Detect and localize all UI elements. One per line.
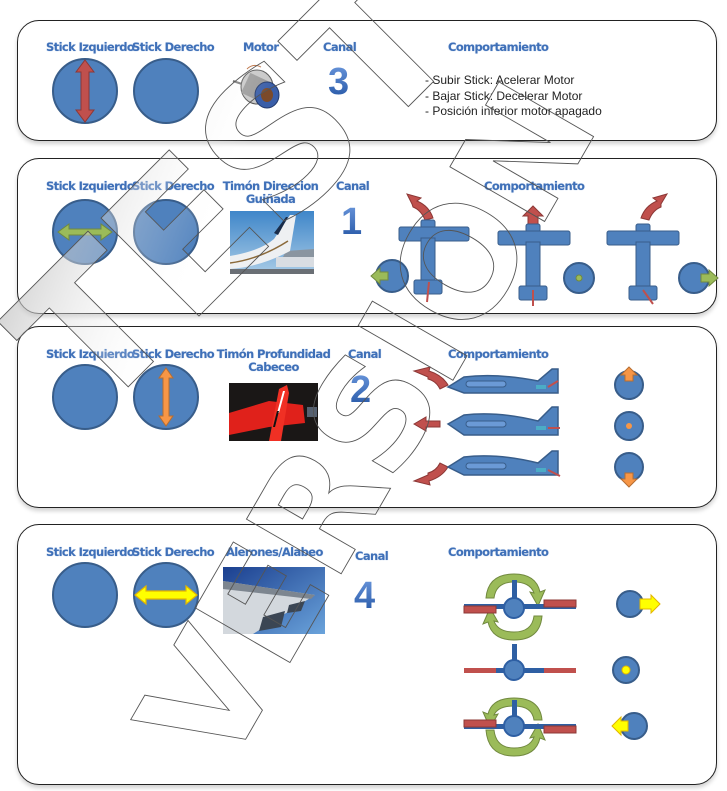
stick-indicator [616,590,644,618]
yaw-state-center [497,205,595,306]
behavior-label: Comportamiento [448,545,549,559]
up-arrow-icon [619,366,639,382]
roll-state-right [463,573,661,641]
stick-right [133,364,199,430]
panel-roll: Stick Izquierdo Stick Derecho Alerones/A… [17,524,717,785]
canal-label: Canal [336,179,370,193]
roll-state-left [463,697,648,757]
roll-state-center [464,644,640,684]
rotate-arrow-icon [412,366,449,390]
right-arrow-icon [700,268,719,288]
up-arrow-icon [521,205,545,225]
pitch-state-center [413,406,644,441]
control-label: Timón Profundidad Cabeceo [216,347,331,374]
panel-motor: Stick Izquierdo Stick Derecho Motor Cana… [17,20,717,141]
canal-number: 2 [350,369,372,411]
behavior-list: Subir Stick: Acelerar Motor Bajar Stick:… [425,73,602,120]
stick-left-label: Stick Izquierdo [46,347,135,361]
stick-left [52,199,118,265]
stick-left-label: Stick Izquierdo [46,179,135,193]
stick-right-label: Stick Derecho [132,545,215,559]
stick-left [52,562,118,628]
panel-pitch: Stick Izquierdo Stick Derecho Timón Prof… [17,326,717,508]
right-arrow-icon [639,593,661,615]
left-arrow-icon [611,715,629,737]
behavior-item: Subir Stick: Acelerar Motor [425,73,602,89]
behavior-label: Comportamiento [448,347,549,361]
wing-photo [223,567,325,634]
red-plane-photo [229,383,318,441]
yaw-state-right [606,193,719,305]
vertical-arrow-icon [75,59,95,123]
pitch-state-down [412,450,644,488]
canal-label: Canal [355,549,389,563]
stick-left [52,364,118,430]
canal-number: 1 [341,201,363,243]
rotate-arrow-icon [640,193,669,221]
rotate-arrow-icon [485,722,546,757]
canal-label: Canal [323,40,357,54]
stick-left-label: Stick Izquierdo [46,545,135,559]
stick-right [133,199,199,265]
behavior-item: Bajar Stick: Decelerar Motor [425,89,602,105]
rotate-arrow-icon [485,573,546,608]
stick-right [133,562,199,628]
stick-right-label: Stick Derecho [132,40,215,54]
stick-right [133,58,199,124]
tail-fin-photo [230,211,314,274]
behavior-item: Posición inferior motor apagado [425,104,601,120]
stick-right-label: Stick Derecho [132,179,215,193]
rotate-arrow-icon [412,462,449,486]
rotate-arrow-icon [482,606,543,641]
control-label: Motor [243,40,279,54]
behavior-label: Comportamiento [448,40,549,54]
down-arrow-icon [619,472,639,488]
pitch-state-up [412,366,644,400]
canal-number: 4 [354,575,376,617]
control-label: Timón Direccion Guiñada [222,179,319,206]
stick-left-label: Stick Izquierdo [46,40,135,54]
horizontal-arrow-icon [134,584,198,606]
yaw-state-left [370,193,470,303]
canal-label: Canal [348,347,382,361]
vertical-arrow-icon [158,367,174,427]
pitch-diagram [412,366,644,488]
canal-number: 3 [328,61,350,103]
rotate-arrow-icon [406,193,434,221]
stick-left [52,58,118,124]
left-arrow-icon [370,266,389,286]
stick-right-label: Stick Derecho [132,347,215,361]
panel-yaw: Stick Izquierdo Stick Derecho Timón Dire… [17,158,719,314]
behavior-label: Comportamiento [484,179,585,193]
horizontal-arrow-icon [57,223,113,241]
motor-photo [231,59,283,114]
control-label: Alerones/Alabeo [226,545,323,559]
roll-diagram [463,573,661,757]
left-arrow-icon [413,416,441,432]
